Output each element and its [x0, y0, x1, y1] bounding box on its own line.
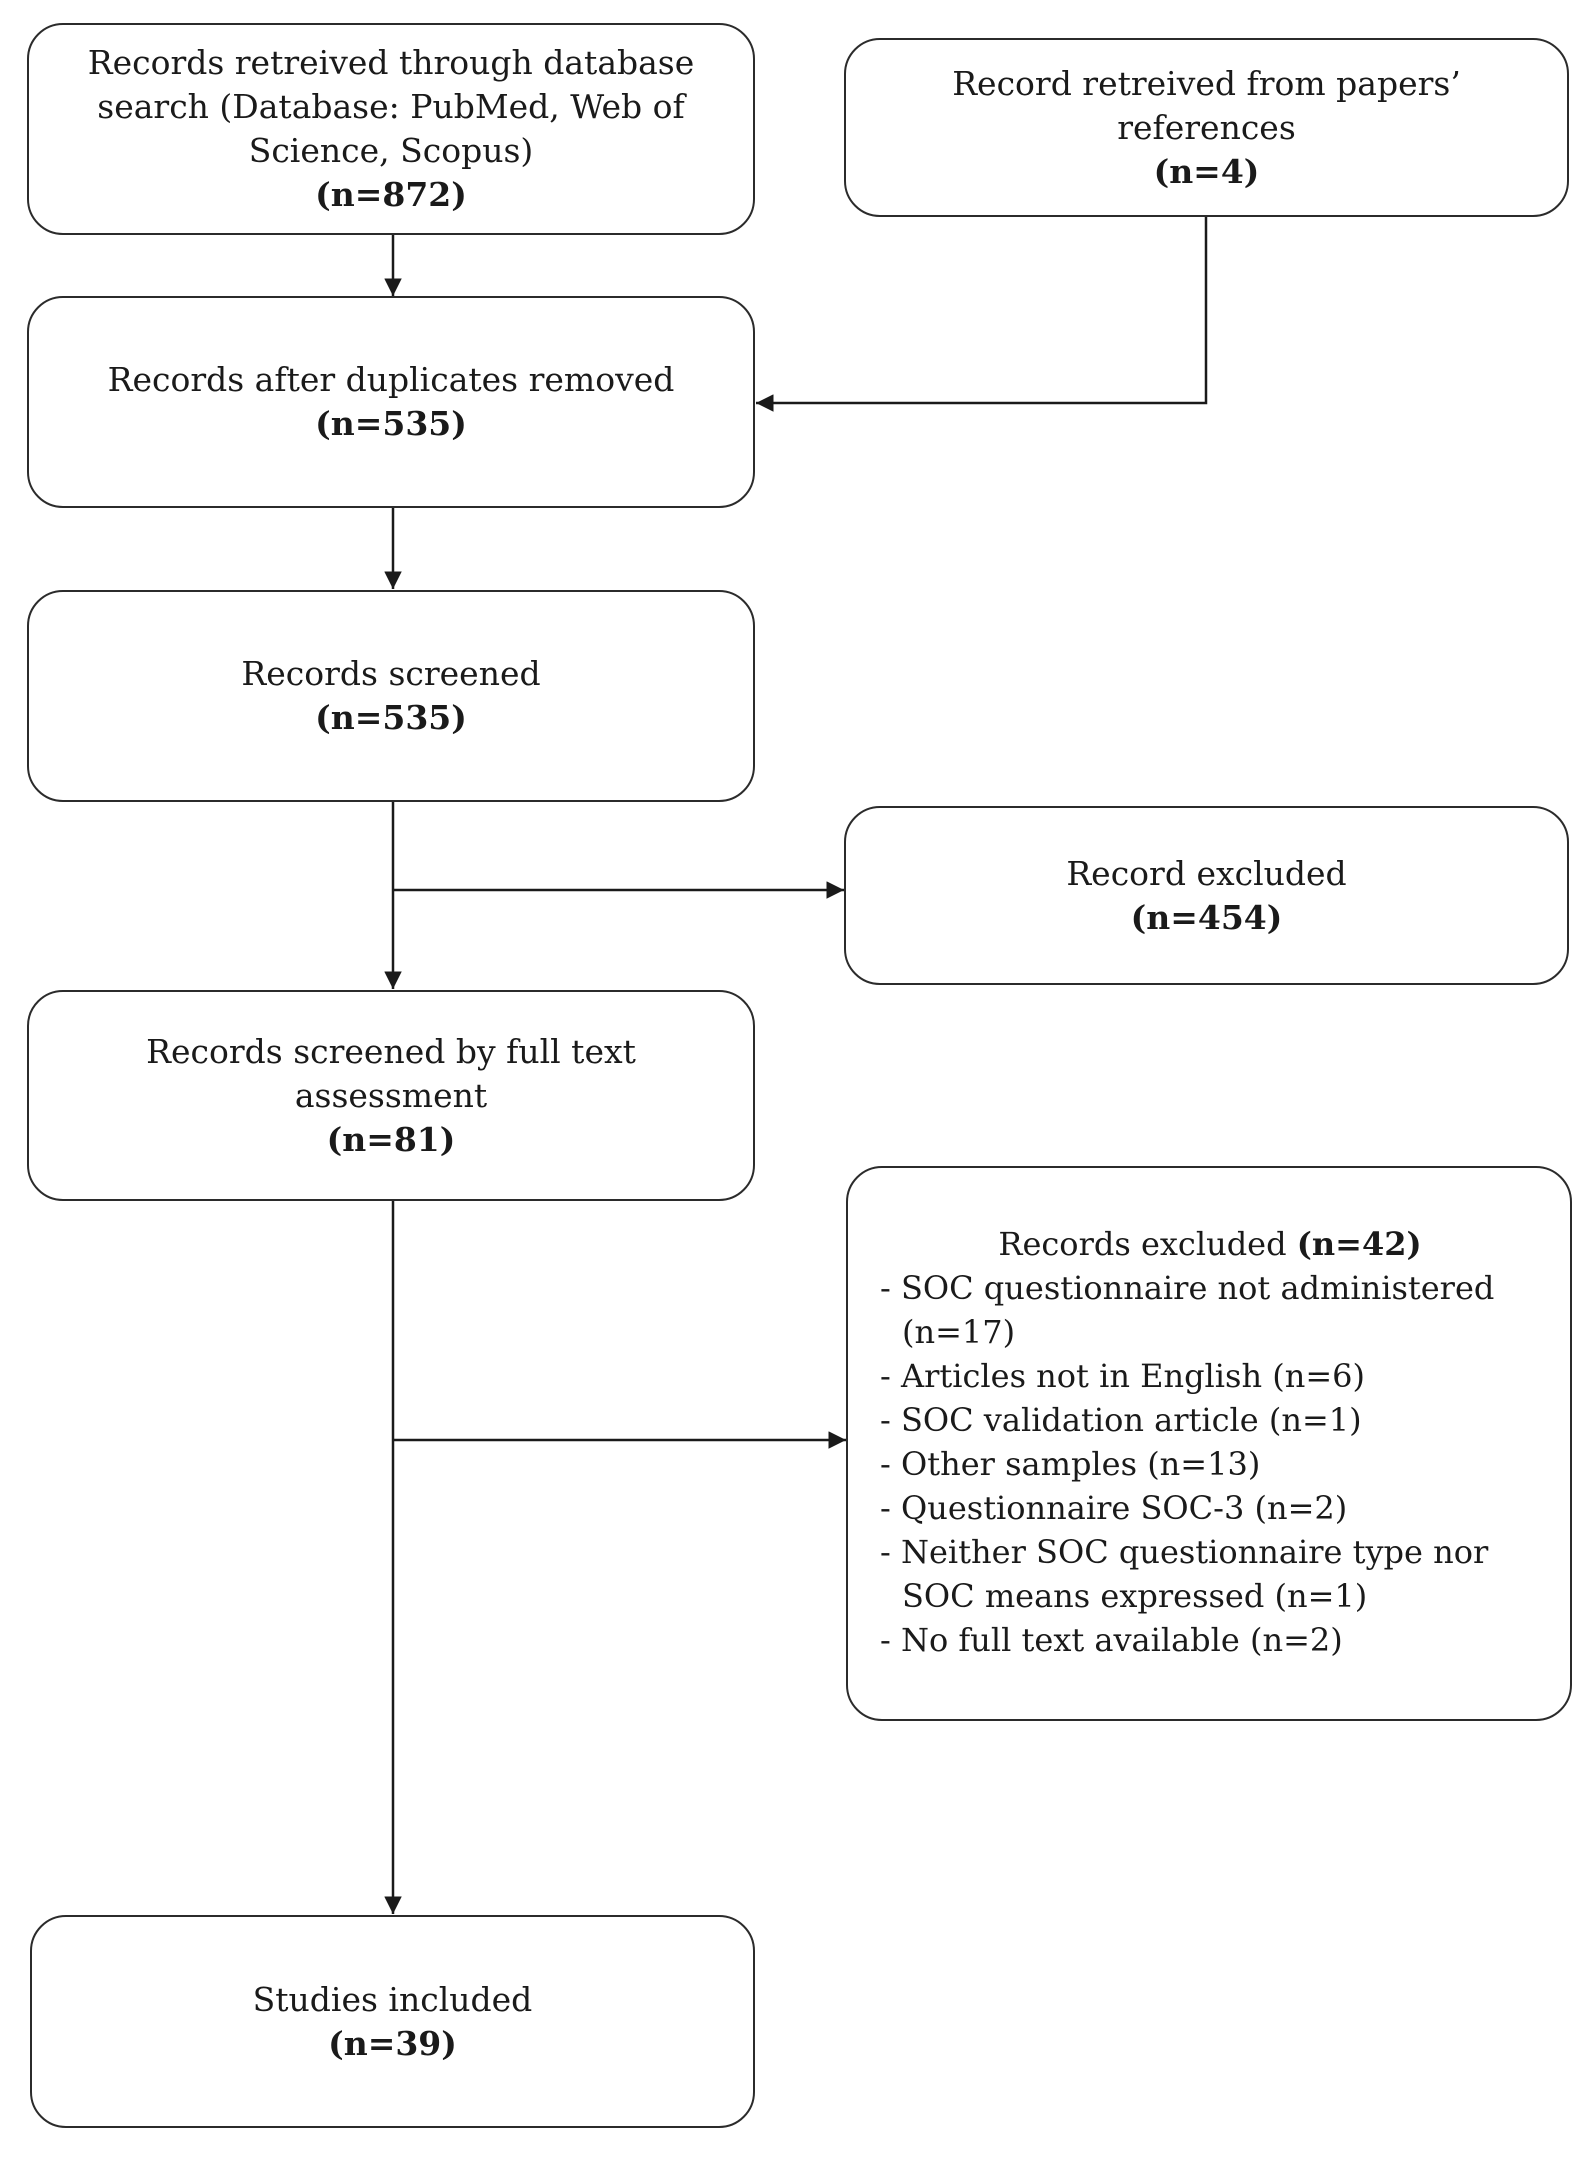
arrow-references-to-dedup: [756, 217, 1208, 412]
box-records-screened-title: Records screened: [241, 654, 541, 693]
exclusion-reasons-list: - SOC questionnaire not administered (n=…: [880, 1266, 1540, 1662]
box-database-search-count: (n=872): [315, 175, 467, 214]
box-record-excluded-count: (n=454): [1130, 897, 1283, 937]
box-duplicates-removed-title: Records after duplicates removed: [107, 360, 675, 399]
exclusion-reason: - Neither SOC questionnaire type nor SOC…: [880, 1533, 1489, 1615]
box-duplicates-removed-count: (n=535): [315, 404, 467, 443]
exclusion-reason: - Other samples (n=13): [880, 1445, 1261, 1483]
box-record-excluded-title: Record excluded: [1066, 853, 1347, 893]
excluded-reasons-count: (n=42): [1296, 1225, 1422, 1263]
box-records-screened-count: (n=535): [315, 698, 467, 737]
box-references: Record retreived from papers’ references…: [844, 38, 1569, 217]
box-full-text-assessment-title: Records screened by full text assessment: [146, 1031, 636, 1115]
box-records-excluded-reasons: Records excluded (n=42) - SOC questionna…: [846, 1166, 1572, 1721]
box-references-count: (n=4): [1153, 151, 1260, 191]
box-studies-included-count: (n=39): [328, 2023, 457, 2063]
exclusion-reason: - No full text available (n=2): [880, 1621, 1343, 1659]
excluded-reasons-heading: Records excluded (n=42): [880, 1222, 1540, 1266]
box-record-excluded: Record excluded (n=454): [844, 806, 1569, 985]
box-duplicates-removed: Records after duplicates removed (n=535): [27, 296, 755, 508]
box-records-screened: Records screened (n=535): [27, 590, 755, 802]
excluded-reasons-title: Records excluded: [998, 1225, 1287, 1263]
exclusion-reason: - SOC validation article (n=1): [880, 1401, 1362, 1439]
exclusion-reason: - Questionnaire SOC-3 (n=2): [880, 1489, 1348, 1527]
exclusion-reason: - SOC questionnaire not administered (n=…: [880, 1269, 1495, 1351]
exclusion-reason: - Articles not in English (n=6): [880, 1357, 1365, 1395]
box-full-text-assessment-count: (n=81): [326, 1119, 456, 1159]
box-studies-included: Studies included (n=39): [30, 1915, 755, 2128]
box-database-search: Records retreived through database searc…: [27, 23, 755, 235]
box-references-title: Record retreived from papers’ references: [952, 63, 1461, 147]
box-full-text-assessment: Records screened by full text assessment…: [27, 990, 755, 1201]
box-studies-included-title: Studies included: [252, 1979, 533, 2019]
box-database-search-title: Records retreived through database searc…: [87, 43, 695, 170]
